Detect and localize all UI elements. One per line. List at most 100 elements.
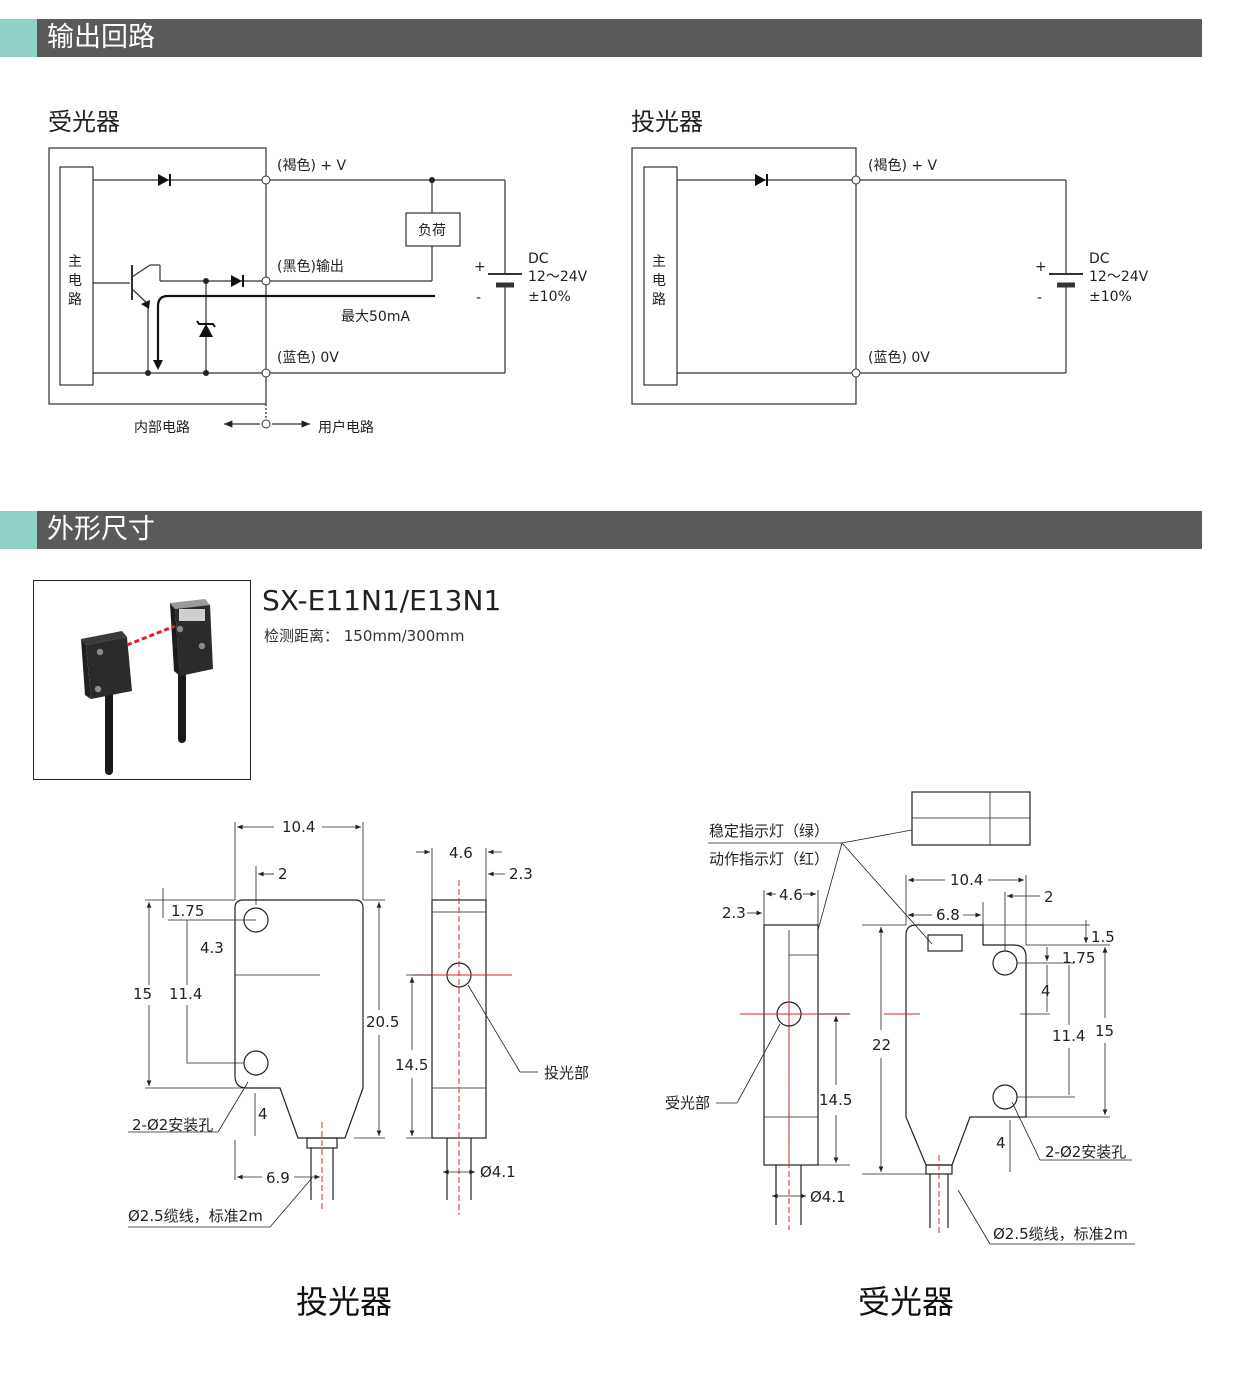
- leader-line: [1011, 1101, 1041, 1161]
- receiver-side-view: [716, 890, 850, 1230]
- plus-sign: +: [1035, 259, 1047, 275]
- dim-side-width: 4.6: [449, 844, 473, 862]
- main-circuit-char: 电: [68, 273, 82, 289]
- sensor-right-body: [175, 605, 213, 676]
- leader-line: [467, 984, 521, 1073]
- cable: [446, 1138, 472, 1200]
- current-path: [156, 294, 435, 362]
- main-circuit-char: 路: [68, 292, 82, 308]
- receiver-circuit: [48, 147, 522, 428]
- dim-side-width: 4.6: [779, 886, 803, 904]
- dim-4-b: 4: [996, 1134, 1006, 1152]
- tolerance-label: ±10%: [1089, 289, 1132, 305]
- mount-hole: [96, 648, 104, 656]
- dim-width: 10.4: [950, 871, 983, 889]
- cable-label: Ø2.5缆线，标准2m: [128, 1207, 263, 1225]
- mount-hole: [198, 642, 206, 650]
- mount-hole-bottom: [243, 1050, 269, 1076]
- diode-icon: [231, 275, 242, 287]
- transistor-emitter: [131, 288, 149, 305]
- dim-1-5: 1.5: [1091, 928, 1115, 946]
- dim-hole-offset: 2: [278, 865, 288, 883]
- leader-line: [957, 1189, 991, 1245]
- dim-led-offset: 6.8: [936, 906, 960, 924]
- sensor-right-side: [170, 603, 180, 676]
- terminal: [851, 175, 861, 185]
- terminal: [261, 368, 271, 378]
- emitter-body-outline: [234, 899, 364, 1139]
- tolerance-label: ±10%: [528, 289, 571, 305]
- mount-hole: [176, 625, 184, 633]
- black-wire-label: (黑色)输出: [277, 258, 344, 275]
- section-header-dimensions: 外形尺寸: [0, 511, 1202, 549]
- sensor-right-top: [170, 599, 210, 609]
- receiver-drawing-labels: 稳定指示灯（绿） 动作指示灯（红） 4.6 2.3 10.4 2 6.8 1.5…: [665, 822, 1128, 1243]
- cable: [310, 1148, 334, 1200]
- led-window: [927, 934, 963, 952]
- product-photo: [33, 580, 251, 780]
- main-circuit-char: 主: [68, 254, 82, 270]
- plus-sign: +: [474, 259, 486, 275]
- brown-wire-label: (褐色) + V: [868, 157, 938, 174]
- leader-line: [841, 842, 933, 945]
- brown-wire-label: (褐色) + V: [277, 157, 347, 174]
- blue-wire-label: (蓝色) 0V: [277, 349, 339, 366]
- receiver-caption: 受光器: [858, 1283, 955, 1321]
- dim-14-5: 14.5: [395, 1056, 428, 1074]
- internal-circuit-box: [631, 147, 857, 405]
- receiver-circuit-symbols: [141, 174, 435, 429]
- dim-4-3: 4.3: [200, 939, 224, 957]
- dim-side-offset: 2.3: [722, 904, 746, 922]
- section-title: 外形尺寸: [47, 514, 155, 545]
- dim-cable-dia: Ø4.1: [480, 1163, 516, 1181]
- emitter-circuit-title: 投光器: [631, 108, 703, 136]
- emitter-arrow: [141, 300, 150, 309]
- internal-circuit-label: 内部电路: [134, 420, 190, 436]
- action-led-label: 动作指示灯（红）: [709, 850, 829, 868]
- receiver-circuit-labels: 主 电 路 (褐色) + V (黑色)输出 (蓝色) 0V 负荷 DC 12～2…: [68, 157, 588, 436]
- dc-label: DC: [528, 251, 549, 267]
- load-label: 负荷: [418, 223, 446, 239]
- terminal: [851, 368, 861, 378]
- header-bar: [37, 19, 1202, 57]
- minus-sign: -: [476, 290, 481, 306]
- emitter-circuit: [631, 147, 1083, 405]
- main-circuit-block: [643, 166, 678, 386]
- terminal: [261, 276, 271, 286]
- dim-hole-top: 1.75: [1062, 949, 1095, 967]
- mount-hole: [94, 685, 102, 693]
- user-circuit-label: 用户电路: [318, 419, 374, 436]
- mount-holes-label: 2-Ø2安装孔: [1045, 1143, 1126, 1161]
- leader-line: [269, 1177, 313, 1228]
- voltage-label: 12～24V: [1089, 269, 1149, 285]
- voltage-label: 12～24V: [528, 269, 588, 285]
- receiver-body-outline: [905, 924, 1027, 1166]
- section-header-circuit: 输出回路: [0, 19, 1202, 57]
- lens-window: [179, 609, 205, 621]
- stable-led-label: 稳定指示灯（绿）: [709, 822, 829, 840]
- main-circuit-char: 路: [652, 292, 666, 308]
- dim-15: 15: [133, 985, 152, 1003]
- junction: [203, 370, 209, 376]
- terminal: [261, 419, 271, 429]
- cable-label: Ø2.5缆线，标准2m: [993, 1225, 1128, 1243]
- transistor-collector: [131, 264, 151, 278]
- emitter-front-view: [128, 822, 385, 1228]
- side-body: [763, 924, 819, 1166]
- dim-11-4: 11.4: [1052, 1027, 1085, 1045]
- sensor-left-side: [81, 639, 91, 699]
- dim-hole-offset: 2: [1044, 888, 1054, 906]
- header-accent: [0, 19, 37, 57]
- header-bar: [37, 511, 1202, 549]
- emitter-circuit-symbols: [755, 174, 861, 378]
- header-accent: [0, 511, 37, 549]
- dim-11-4: 11.4: [169, 985, 202, 1003]
- section-title: 输出回路: [47, 22, 155, 53]
- dim-6-9: 6.9: [266, 1169, 290, 1187]
- dim-20-5: 20.5: [366, 1013, 399, 1031]
- main-circuit-block: [59, 166, 94, 386]
- dim-4-a: 4: [1041, 982, 1051, 1000]
- terminal: [261, 175, 271, 185]
- junction: [429, 177, 435, 183]
